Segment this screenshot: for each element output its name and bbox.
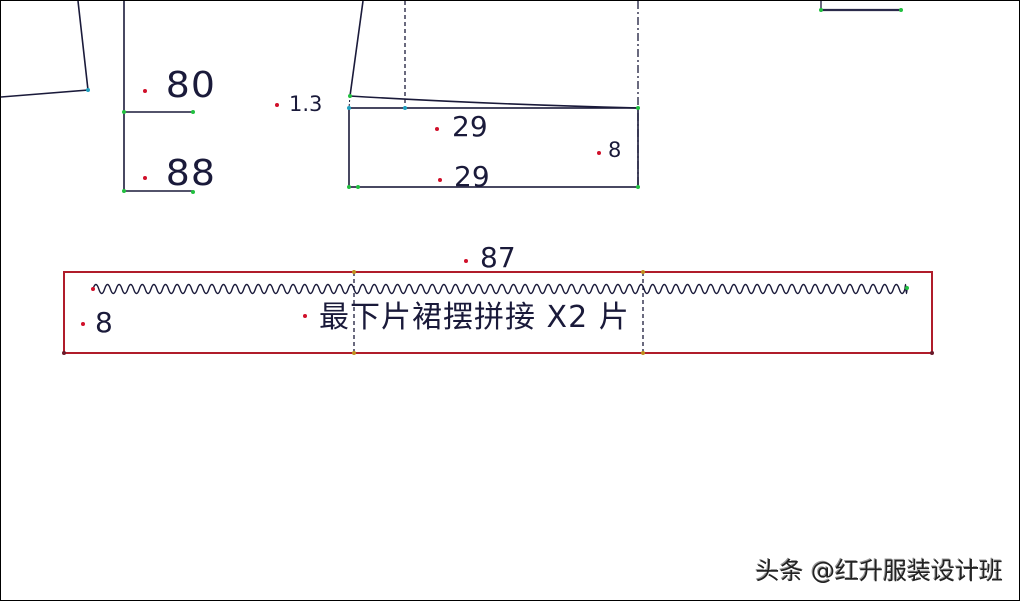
cyan-point <box>86 88 90 92</box>
dimension-label-1-3: 1.3 <box>289 92 323 116</box>
dimension-label-87: 87 <box>480 241 516 274</box>
dimension-dot <box>464 259 468 263</box>
piece-center-rect <box>348 107 639 188</box>
dimension-label-29-top: 29 <box>452 110 488 143</box>
dimension-dot <box>275 103 279 107</box>
gather-wave-line <box>92 283 908 295</box>
dimension-label-29-bottom: 29 <box>454 160 490 193</box>
dimension-dot <box>143 89 147 93</box>
dimension-label-88: 88 <box>165 153 217 194</box>
piece-vertical-measure <box>123 1 193 192</box>
piece-top-left <box>1 1 89 98</box>
dimension-dot <box>143 176 147 180</box>
dimension-dot <box>597 151 601 155</box>
dimension-dot <box>303 314 307 318</box>
watermark: 头条 @红升服装设计班 <box>755 557 1003 585</box>
piece-top-right <box>819 1 903 12</box>
green-points-left <box>122 110 195 194</box>
points-center <box>347 94 640 189</box>
strip-piece <box>62 270 934 355</box>
dimension-dot <box>438 178 442 182</box>
dimension-dot <box>81 322 85 326</box>
dimension-label-80: 80 <box>165 65 217 106</box>
piece-center-upper <box>349 1 639 109</box>
dimension-dot <box>435 127 439 131</box>
strip-piece-title: 最下片裙摆拼接 X2 片 <box>319 300 630 335</box>
dimension-label-8-strip: 8 <box>95 306 113 339</box>
dimension-label-8-right: 8 <box>608 138 622 162</box>
